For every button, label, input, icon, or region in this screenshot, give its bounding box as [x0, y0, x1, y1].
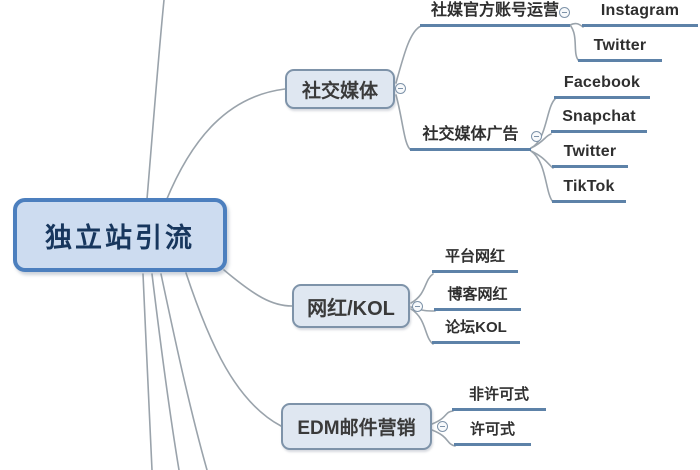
topic-snapchat[interactable]: Snapchat [551, 107, 647, 133]
topic-blog-kol[interactable]: 博客网红 [434, 285, 521, 311]
edge-offscreen-bottom-3 [160, 273, 208, 470]
collapse-button-kol[interactable] [412, 301, 423, 312]
topic-instagram[interactable]: Instagram [582, 1, 698, 27]
edge-edm-permission [431, 429, 456, 447]
topic-root[interactable]: 独立站引流 [13, 198, 227, 272]
edge-official-twitter [569, 24, 580, 62]
collapse-button-ads[interactable] [531, 131, 542, 142]
topic-tiktok[interactable]: TikTok [552, 177, 626, 203]
collapse-button-edm[interactable] [437, 421, 448, 432]
edge-root-social [165, 88, 286, 202]
topic-edm[interactable]: EDM邮件营销 [281, 403, 432, 450]
topic-platform-kol[interactable]: 平台网红 [432, 247, 518, 273]
edge-offscreen-bottom-2 [151, 273, 180, 470]
topic-non-permission[interactable]: 非许可式 [452, 385, 546, 411]
topic-root-label: 独立站引流 [45, 222, 195, 253]
topic-twitter-2-label: Twitter [563, 143, 617, 160]
topic-twitter-1-label: Twitter [593, 37, 647, 54]
topic-forum-kol-label: 论坛KOL [445, 319, 507, 336]
edge-social-ads [395, 94, 412, 151]
topic-facebook[interactable]: Facebook [554, 73, 650, 99]
topic-permission-label: 许可式 [469, 421, 515, 438]
topic-instagram-label: Instagram [600, 2, 680, 19]
topic-kol[interactable]: 网红/KOL [292, 284, 410, 328]
topic-twitter-1[interactable]: Twitter [578, 36, 662, 62]
topic-permission[interactable]: 许可式 [454, 420, 531, 446]
topic-social-media-label: 社交媒体 [301, 80, 378, 102]
edge-kol-platform [410, 273, 434, 304]
edge-kol-forum [410, 308, 434, 345]
collapse-minus-icon [398, 87, 403, 90]
topic-platform-kol-label: 平台网红 [444, 248, 505, 265]
collapse-button-social[interactable] [395, 83, 406, 94]
topic-facebook-label: Facebook [563, 74, 641, 91]
edge-edm-nonpermission [431, 410, 454, 425]
collapse-button-official[interactable] [559, 7, 570, 18]
topic-official-account[interactable]: 社媒官方账号运营 [420, 1, 570, 27]
topic-social-ads[interactable]: 社交媒体广告 [410, 125, 531, 151]
topic-snapchat-label: Snapchat [562, 108, 636, 125]
topic-social-ads-label: 社交媒体广告 [422, 126, 519, 143]
collapse-minus-icon [415, 305, 420, 308]
edge-social-official [395, 25, 422, 84]
edge-root-edm [185, 272, 282, 427]
collapse-minus-icon [440, 425, 445, 428]
edge-root-kol [223, 269, 293, 307]
topic-twitter-2[interactable]: Twitter [552, 142, 628, 168]
edge-ads-snapchat [530, 133, 552, 149]
topic-non-permission-label: 非许可式 [468, 386, 529, 403]
topic-official-account-label: 社媒官方账号运营 [430, 2, 559, 19]
topic-kol-label: 网红/KOL [307, 297, 395, 320]
edge-offscreen-top [146, 0, 165, 200]
collapse-minus-icon [562, 11, 567, 14]
collapse-minus-icon [534, 135, 539, 138]
edge-offscreen-bottom-1 [142, 273, 153, 470]
topic-blog-kol-label: 博客网红 [447, 286, 508, 303]
topic-edm-label: EDM邮件营销 [297, 418, 416, 439]
topic-social-media[interactable]: 社交媒体 [285, 69, 395, 109]
edge-ads-tiktok [530, 150, 554, 203]
topic-tiktok-label: TikTok [563, 178, 615, 195]
topic-forum-kol[interactable]: 论坛KOL [432, 318, 520, 344]
